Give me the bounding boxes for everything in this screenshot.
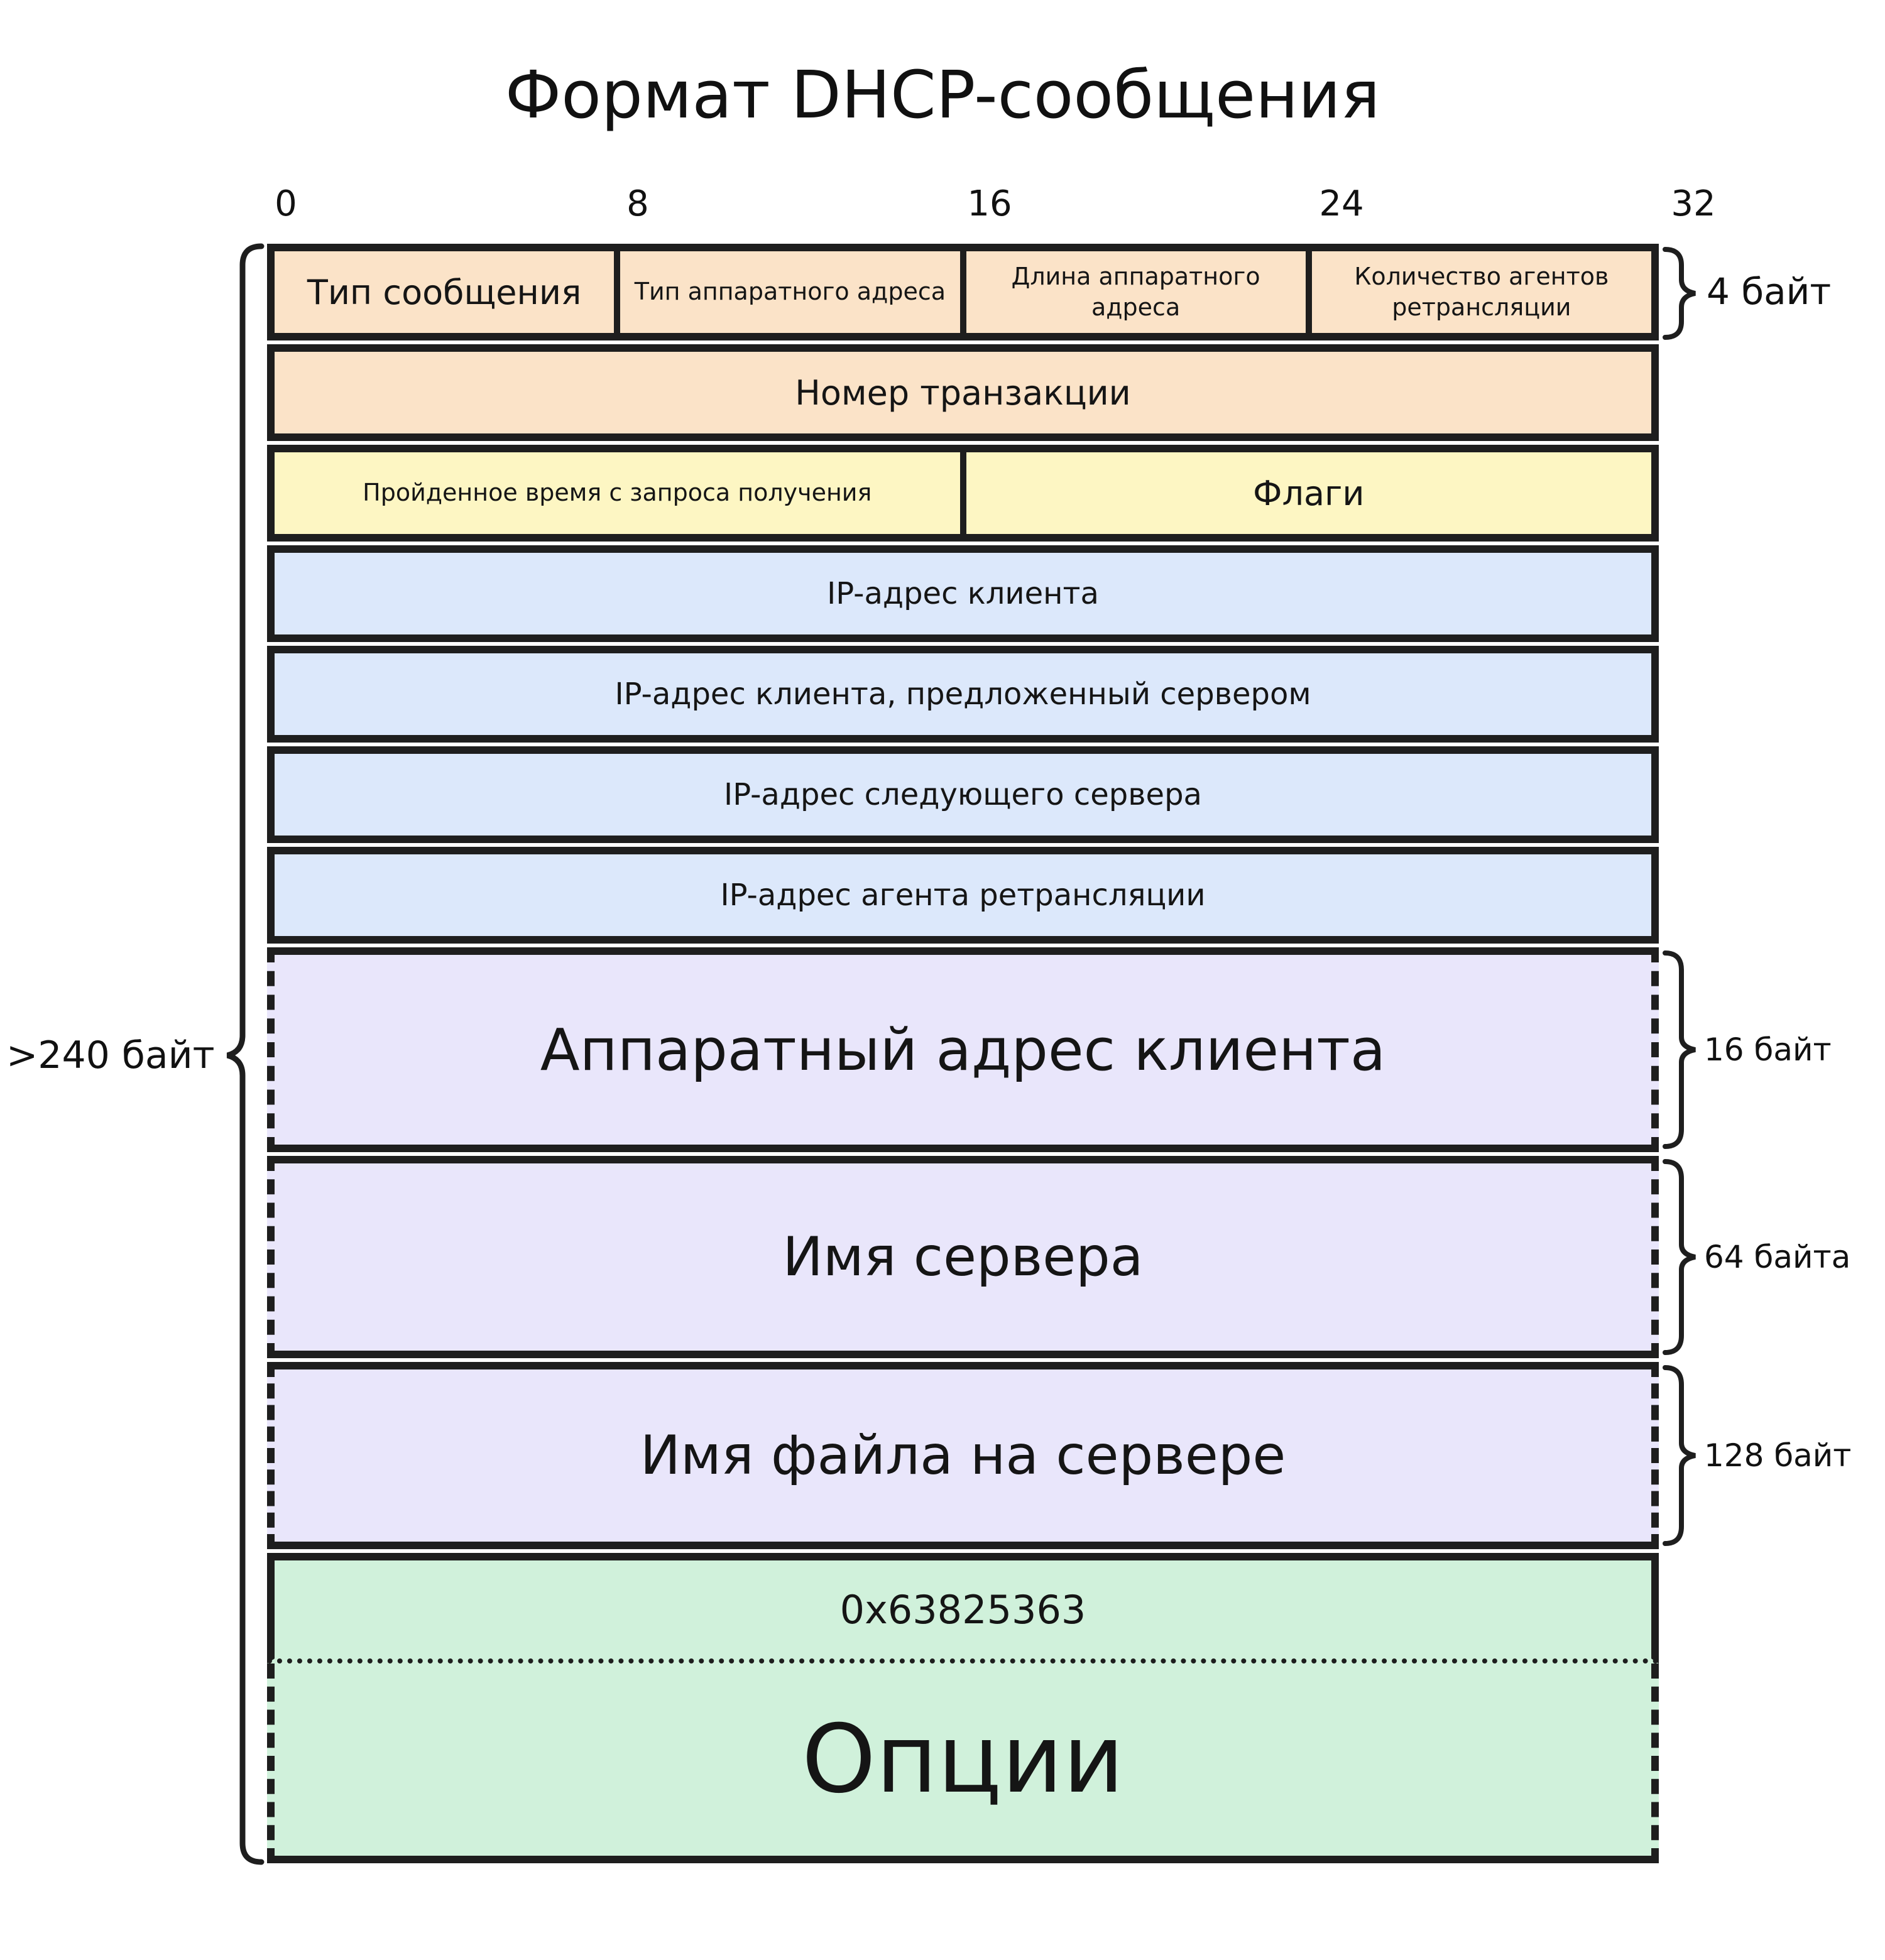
field-hw-address-type: Тип аппаратного адреса: [620, 251, 966, 333]
brace-64-bytes: [1663, 1159, 1696, 1355]
field-client-hw-address: Аппаратный адрес клиента: [267, 947, 1659, 1152]
bit-scale-tick-32: 32: [1671, 183, 1716, 224]
field-next-server-ip: IP-адрес следующего сервера: [267, 746, 1659, 843]
field-options: Опции: [267, 1663, 1659, 1863]
left-total-size-brace: [226, 243, 265, 1865]
bit-scale-tick-8: 8: [626, 183, 649, 224]
bit-scale-tick-16: 16: [967, 183, 1012, 224]
diagram-title: Формат DHCP-сообщения: [505, 57, 1380, 133]
bit-scale-tick-0: 0: [275, 183, 297, 224]
total-size-label: >240 байт: [6, 1033, 215, 1077]
field-elapsed-time: Пройденное время с запроса получения: [275, 452, 966, 534]
field-message-type: Тип сообщения: [275, 251, 621, 333]
annotation-64-bytes: 64 байта: [1704, 1239, 1851, 1275]
field-transaction-id: Номер транзакции: [267, 344, 1659, 441]
field-hw-address-length: Длина аппаратного адреса: [966, 251, 1312, 333]
brace-4-bytes: [1663, 247, 1696, 340]
field-client-ip: IP-адрес клиента: [267, 545, 1659, 642]
brace-16-bytes: [1663, 950, 1696, 1149]
annotation-128-bytes: 128 байт: [1704, 1437, 1852, 1474]
field-relay-agent-count: Количество агентов ретрансляции: [1354, 262, 1609, 321]
field-row-time-flags: Пройденное время с запроса получения Фла…: [267, 445, 1659, 542]
field-row-header: Тип сообщения Тип аппаратного адреса Дли…: [267, 244, 1659, 340]
field-flags: Флаги: [1252, 473, 1365, 513]
bit-scale-tick-24: 24: [1319, 183, 1364, 224]
field-relay-agent-ip: IP-адрес агента ретрансляции: [267, 847, 1659, 944]
field-server-name: Имя сервера: [267, 1156, 1659, 1358]
brace-128-bytes: [1663, 1365, 1696, 1546]
field-your-ip: IP-адрес клиента, предложенный сервером: [267, 646, 1659, 743]
field-magic-cookie: 0x63825363: [267, 1553, 1659, 1663]
annotation-16-bytes: 16 байт: [1704, 1032, 1832, 1068]
field-boot-file-name: Имя файла на сервере: [267, 1362, 1659, 1549]
annotation-4-bytes: 4 байт: [1707, 270, 1832, 313]
